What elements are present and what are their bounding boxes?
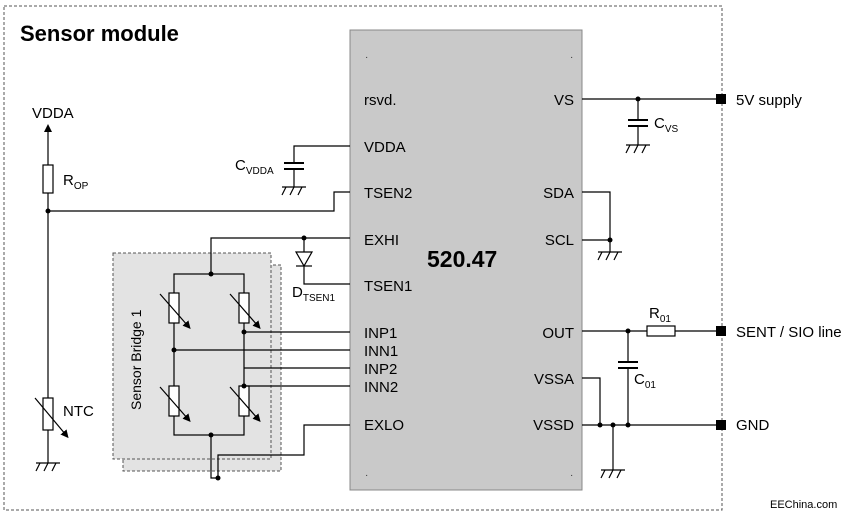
pin-vs: VS [554,92,574,109]
r01-label: R01 [649,305,671,325]
junction-exlo [215,475,221,481]
pin-out: OUT [542,325,574,342]
resistor-r01 [646,325,676,337]
terminal-sent-label: SENT / SIO line [736,324,842,341]
terminal-5v-label: 5V supply [736,92,802,109]
ground-symbol [625,144,650,154]
terminal-sent-sio [716,326,726,336]
chip-corner-mark: · [365,52,368,63]
bridge-label: Sensor Bridge 1 [128,309,144,410]
pin-exhi: EXHI [364,232,399,249]
watermark: EEChina.com [770,499,837,511]
c01-label: C01 [634,371,656,391]
bridge-resistor-bottom-left [159,385,191,423]
pin-tsen1: TSEN1 [364,278,412,295]
vdda-label: VDDA [32,105,74,122]
diode-dtsen1 [294,251,314,268]
terminal-gnd [716,420,726,430]
cvs-label: CVS [654,115,679,135]
ground-symbol [600,469,625,479]
ground-symbol [597,251,622,261]
chip-body [349,29,583,491]
wire-tsen1 [303,266,350,285]
chip-corner-mark: · [570,470,573,481]
pin-sda: SDA [543,185,574,202]
pin-inp2: INP2 [364,361,397,378]
resistor-rop [42,164,54,194]
rop-label: ROP [63,172,89,192]
cvdda-label: CVDDA [235,157,274,177]
terminal-gnd-label: GND [736,417,770,434]
bridge-card [112,252,272,460]
pin-vssa: VSSA [534,371,574,388]
dtsen1-label: DTSEN1 [292,284,336,304]
module-boundary [3,5,723,511]
pin-inn1: INN1 [364,343,398,360]
pin-tsen2: TSEN2 [364,185,412,202]
pin-inp1: INP1 [364,325,397,342]
wire-vdda-cap [293,145,350,163]
chip-corner-mark: · [365,470,368,481]
junction-gnd-b [625,422,631,428]
module-title: Sensor module [20,21,179,46]
wire-exlo [210,424,350,479]
wire-tsen2 [48,191,350,212]
pin-inn2: INN2 [364,379,398,396]
bridge-resistor-top-right [229,292,261,330]
bridge-resistor-top-left [159,292,191,330]
pin-vdda: VDDA [364,139,406,156]
ground-symbol [281,186,306,196]
ntc-label: NTC [63,403,94,420]
ground-symbol [35,462,60,472]
chip-name: 520.47 [427,246,497,272]
wire-vssa [582,377,601,425]
wire-sda-scl [582,191,611,240]
terminal-5v-supply [716,94,726,104]
ntc-arrow [34,397,69,439]
pin-scl: SCL [545,232,574,249]
junction-vssa [597,422,603,428]
pin-rsvd: rsvd. [364,92,397,109]
chip-corner-mark: · [570,52,573,63]
pin-vssd: VSSD [533,417,574,434]
pin-exlo: EXLO [364,417,404,434]
